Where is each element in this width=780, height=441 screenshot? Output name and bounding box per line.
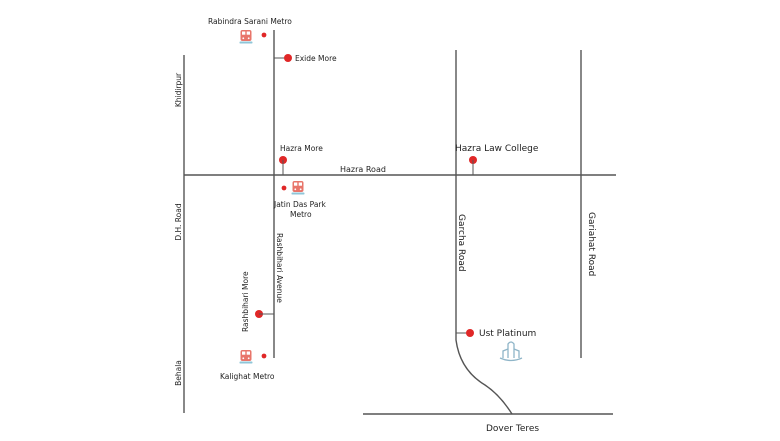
ust-platinum-label: Ust Platinum [479,329,536,339]
behala-label: Behala [174,360,183,386]
rabindra-sarani-metro-label: Rabindra Sarani Metro [208,17,292,26]
metro-train-icon [239,350,253,364]
kalighat-metro-pin [261,353,267,359]
jatin-das-park-label-line2: Metro [290,210,312,219]
garcha-road-label: Garcha Road [456,214,466,272]
jatin-das-park-label-line1: Jatin Das Park [273,200,326,209]
exide-more-pin [284,54,292,62]
jatin-das-park-metro-pin [281,185,287,191]
khidirpur-label: Khidirpur [174,72,183,107]
rashbihari-more-label: Rashbihari More [241,271,250,332]
building-icon [499,341,523,362]
metro-train-icon [239,30,253,44]
kalighat-metro-label: Kalighat Metro [220,372,275,381]
exide-more-label: Exide More [295,54,337,63]
gariahat-road-label: Gariahat Road [586,212,596,276]
metro-train-icon [291,181,305,195]
hazra-law-college-label: Hazra Law College [455,144,539,154]
rashbihari-avenue-label: Rashbihari Avenue [275,233,284,303]
hazra-more-label: Hazra More [280,144,323,153]
dh-road-label: D.H. Road [174,203,183,240]
hazra-road-label: Hazra Road [340,165,386,174]
rabindra-sarani-metro-pin [261,32,267,38]
ust-platinum-pin [466,329,474,337]
dover-teres-label: Dover Teres [486,424,539,434]
garcha-road-line [455,50,513,415]
